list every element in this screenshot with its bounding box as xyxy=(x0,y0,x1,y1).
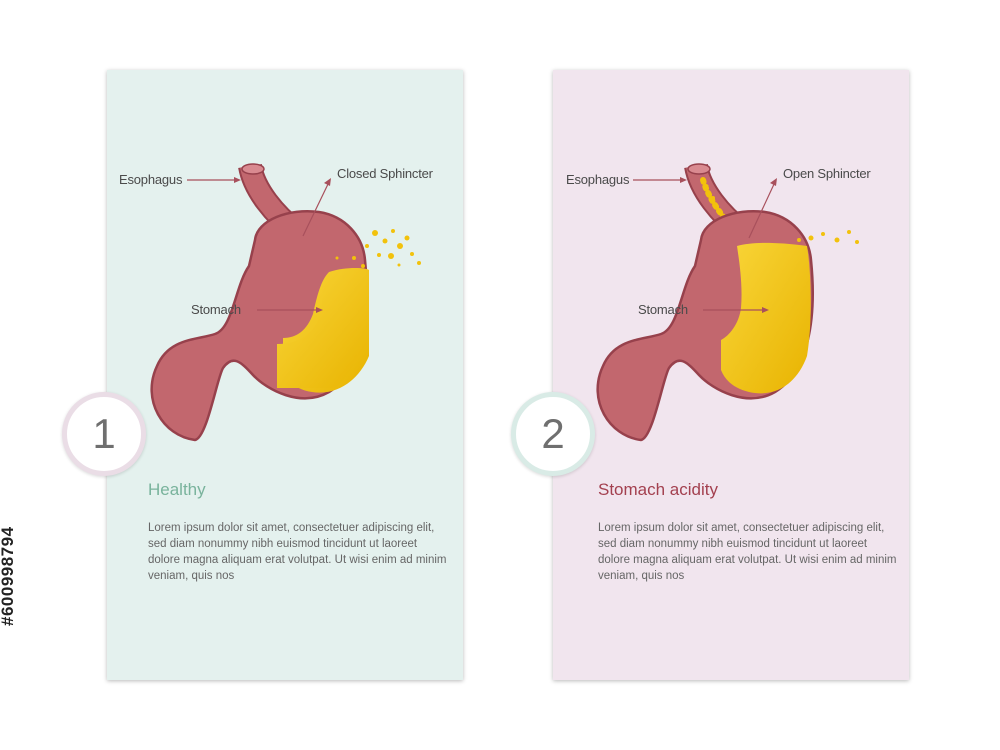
panel-title-healthy: Healthy xyxy=(148,480,206,499)
label-sphincter-1: Closed Sphincter xyxy=(337,166,433,181)
step-number-1: 1 xyxy=(62,392,146,476)
stomach-acid-fill xyxy=(277,269,367,388)
sphincter-arrow xyxy=(302,181,330,237)
acid-bubbles xyxy=(705,184,859,244)
panel-acidity xyxy=(553,70,909,680)
acid-bubbles xyxy=(335,229,421,268)
esophagus-opening xyxy=(687,163,711,175)
sphincter-arrow xyxy=(748,181,776,239)
label-sphincter-2: Open Sphincter xyxy=(783,166,871,181)
stock-id: #600998794 xyxy=(0,526,17,626)
acidity-stomach-illustration xyxy=(596,163,859,442)
stomach-acid xyxy=(721,242,811,394)
step-number-2: 2 xyxy=(511,392,595,476)
label-esophagus-2: Esophagus xyxy=(566,172,630,187)
healthy-stomach-illustration xyxy=(150,163,421,442)
panel-description-1: Lorem ipsum dolor sit amet, consectetuer… xyxy=(148,522,447,582)
panel-healthy xyxy=(107,70,463,680)
panel-description-2: Lorem ipsum dolor sit amet, consectetuer… xyxy=(598,522,897,582)
label-esophagus-1: Esophagus xyxy=(119,172,183,187)
panel-title-acidity: Stomach acidity xyxy=(598,480,718,499)
esophagus-opening xyxy=(241,163,265,175)
label-stomach-2: Stomach xyxy=(638,302,688,317)
label-stomach-1: Stomach xyxy=(191,302,241,317)
